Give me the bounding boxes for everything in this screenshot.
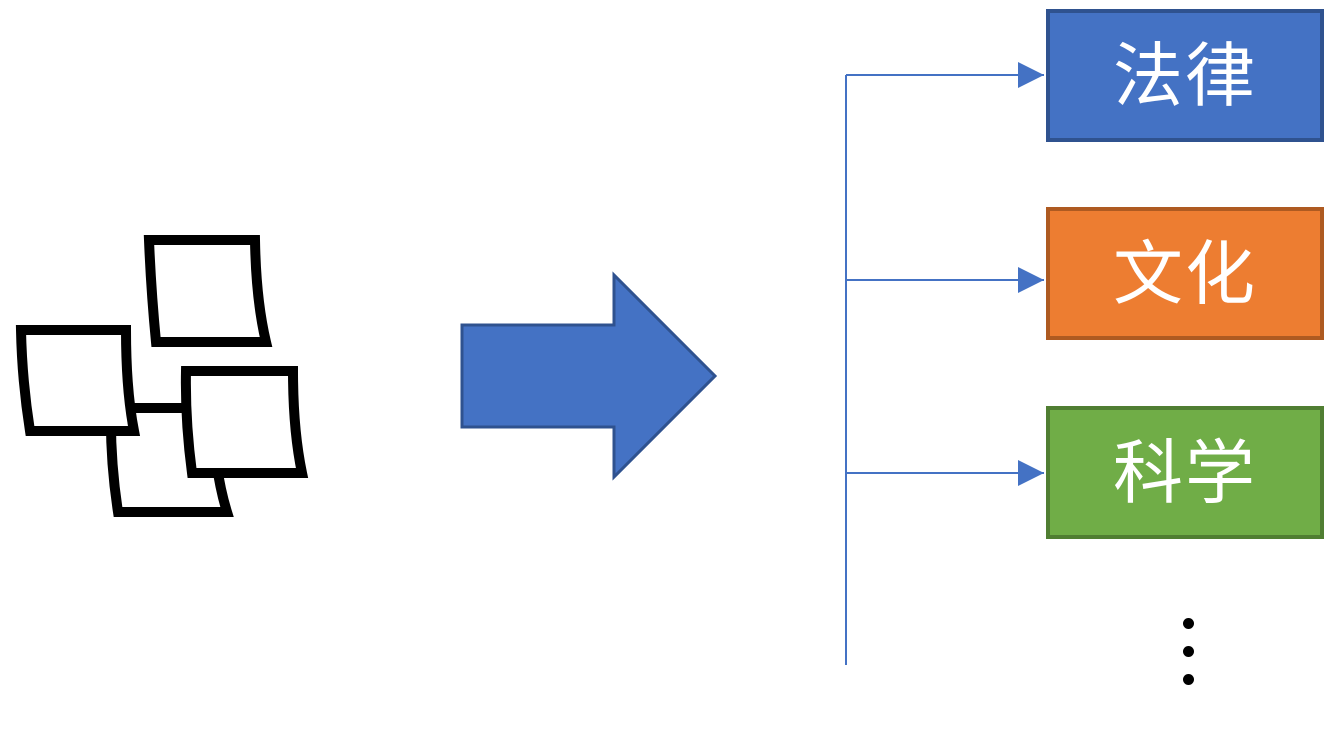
connector-tree [845,74,1044,665]
note-shape [180,366,309,478]
category-box-science: 科学 [1046,406,1324,539]
note-shape [15,325,141,436]
category-box-law: 法律 [1046,9,1324,142]
ellipsis-dot [1183,674,1194,685]
more-categories-ellipsis [1180,612,1198,692]
category-label: 法律 [1113,34,1257,117]
scattered-notes-icon [15,235,309,517]
ellipsis-dot [1183,618,1194,629]
arrowhead-icon [1018,460,1044,486]
ellipsis-dot [1183,646,1194,657]
arrowhead-icon [1018,62,1044,88]
category-box-culture: 文化 [1046,207,1324,340]
category-label: 科学 [1113,431,1257,514]
connector-arrowheads [1018,62,1044,486]
note-shape [143,235,273,347]
category-label: 文化 [1113,232,1257,315]
arrowhead-icon [1018,267,1044,293]
transform-arrow [460,271,718,481]
